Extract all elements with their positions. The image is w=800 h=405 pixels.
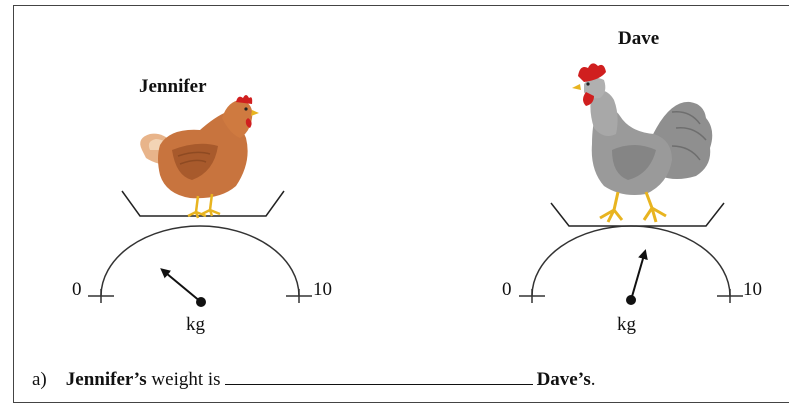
question-marker: a)	[32, 369, 47, 390]
dave-scale-pan	[550, 202, 725, 227]
jennifer-scale-needle	[160, 268, 202, 303]
answer-blank[interactable]	[224, 367, 533, 385]
jennifer-scale-max-label: 10	[313, 279, 332, 300]
hen-illustration	[140, 95, 259, 219]
dave-scale-max-label: 10	[743, 279, 762, 300]
dave-name-label: Dave	[618, 28, 660, 49]
jennifer-scale-pivot	[196, 297, 206, 307]
question-end: .	[590, 369, 596, 390]
rooster-illustration	[572, 63, 713, 223]
jennifer-scale-min-label: 0	[72, 279, 82, 300]
jennifer-scale-dial	[100, 225, 300, 297]
question-line: a) Jennifer’s weight is Dave’s.	[32, 367, 595, 391]
worksheet-frame	[13, 5, 789, 403]
question-object: Dave’s	[536, 369, 591, 390]
dave-scale-min-label: 0	[502, 279, 512, 300]
dave-scale-pivot	[626, 295, 636, 305]
jennifer-name-label: Jennifer	[139, 76, 207, 97]
jennifer-scale-unit: kg	[186, 314, 205, 335]
question-middle-text: weight is	[151, 369, 221, 390]
dave-scale-needle	[630, 249, 648, 301]
question-subject: Jennifer’s	[65, 369, 147, 390]
dave-scale-dial	[531, 225, 731, 297]
dave-scale-unit: kg	[617, 314, 636, 335]
